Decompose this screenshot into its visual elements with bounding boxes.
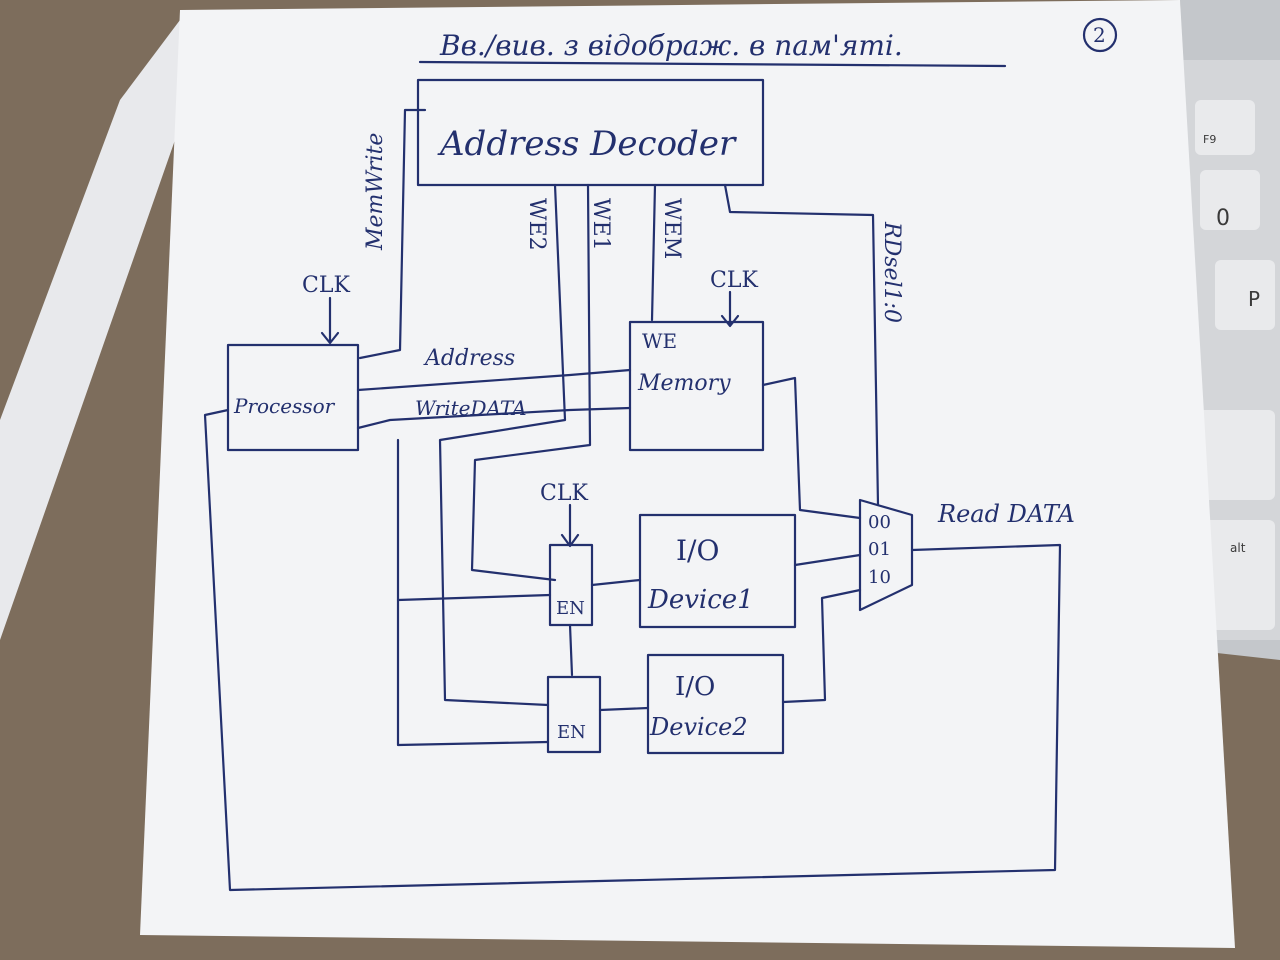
key-alt-label: alt <box>1230 541 1246 555</box>
enable-1-label: EN <box>556 598 585 619</box>
processor-clk-arrow <box>320 296 340 345</box>
key-0-label: 0 <box>1216 206 1230 231</box>
we2-wire <box>438 183 567 707</box>
en2-to-io2-wire <box>598 706 650 712</box>
writedata-bus <box>356 406 632 430</box>
readdata-feedback-wire <box>203 408 1062 892</box>
title-underline <box>418 60 1007 68</box>
mux-input-00: 00 <box>868 512 891 533</box>
we1-wire <box>470 183 592 582</box>
io-device-2-line2: Device2 <box>649 713 748 741</box>
readdata-label: Read DATA <box>937 500 1075 528</box>
mux-input-10: 10 <box>868 567 891 588</box>
page-number-circle <box>1082 17 1118 53</box>
address-decoder-box <box>416 78 765 187</box>
enable-register-2 <box>546 675 602 754</box>
io-clk-arrow <box>560 503 580 548</box>
key-p-label: P <box>1248 287 1260 311</box>
wem-label: WEM <box>659 198 684 259</box>
wem-wire <box>650 183 657 322</box>
mux-input-01: 01 <box>868 539 891 560</box>
memwrite-label: MemWrite <box>363 133 388 251</box>
processor-label: Processor <box>233 394 336 418</box>
memory-clk-label: CLK <box>710 268 758 293</box>
enable-chain-wire <box>568 623 574 677</box>
rdsel-wire <box>723 183 880 507</box>
memory-clk-arrow <box>720 290 740 328</box>
io-device-1-box <box>638 513 797 629</box>
address-to-enable-wire <box>396 438 550 747</box>
paper-sheet <box>140 0 1235 948</box>
address-label: Address <box>423 346 515 371</box>
memwrite-wire <box>358 108 427 360</box>
page-number: 2 <box>1093 23 1106 47</box>
address-decoder-label: Address Decoder <box>437 124 737 164</box>
address-bus <box>356 368 632 392</box>
we2-label: WE2 <box>524 198 549 251</box>
io-device-1-line2: Device1 <box>647 585 754 615</box>
io-device-2-line1: I/O <box>675 672 715 702</box>
laptop-keys <box>1195 100 1275 630</box>
back-paper-sheet <box>0 20 210 640</box>
memory-label: Memory <box>637 371 731 396</box>
page-title: Вв./вив. з відображ. в пам'яті. <box>439 29 903 62</box>
key-f9-label: F9 <box>1203 133 1216 146</box>
processor-clk-label: CLK <box>302 273 350 298</box>
rdsel-label: RDsel1:0 <box>879 221 904 323</box>
we1-label: WE1 <box>588 198 613 251</box>
io1-to-mux-wire <box>793 553 862 567</box>
io-clk-label: CLK <box>540 481 588 506</box>
en1-to-io1-wire <box>590 578 642 587</box>
io-device-1-line1: I/O <box>676 534 719 567</box>
memory-readdata-wire <box>761 376 862 520</box>
io-device-2-box <box>646 653 785 755</box>
io2-to-mux-wire <box>781 588 862 704</box>
enable-2-label: EN <box>557 722 586 743</box>
processor-box <box>226 343 360 452</box>
read-mux <box>858 498 914 612</box>
memory-we-label: WE <box>642 329 677 353</box>
io1-data-wire <box>396 593 552 602</box>
